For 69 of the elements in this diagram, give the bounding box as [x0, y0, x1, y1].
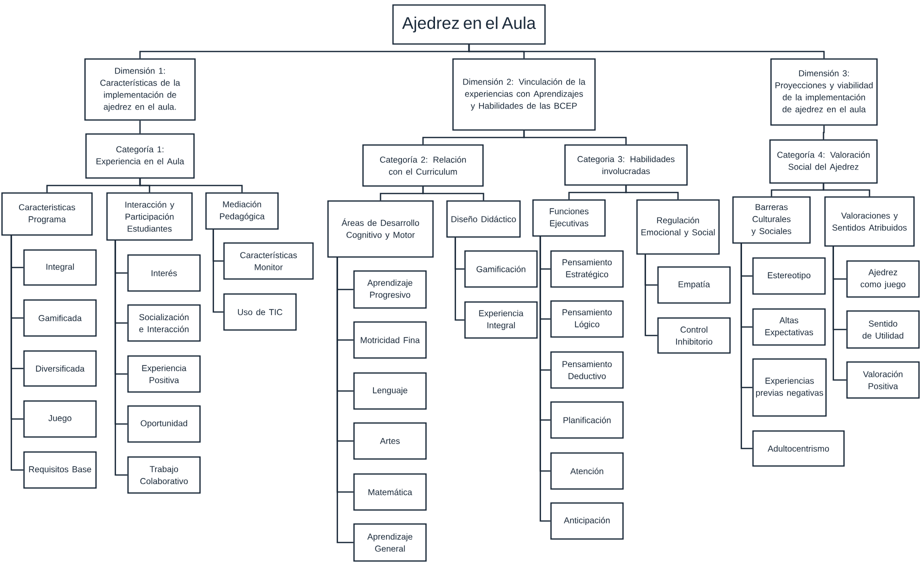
item-box: Pensamiento Estratégico	[550, 250, 624, 288]
item-box: Juego	[23, 400, 97, 438]
connector-line	[212, 230, 224, 313]
subcategory-box: Diseño Didáctico	[446, 200, 521, 238]
connector-line	[454, 238, 464, 321]
item-box: Artes	[353, 422, 427, 460]
subcategory-box: Áreas de Desarrollo Cognitivo y Motor	[327, 200, 434, 258]
connector-line	[139, 120, 141, 134]
category-box: Categoría 4: Valoración Social del Ajedrez	[769, 139, 878, 184]
subcategory-box: Valoraciones y Sentidos Atribuidos	[824, 196, 915, 247]
item-box: Aprendizaje Progresivo	[353, 270, 427, 309]
connector-line	[523, 130, 627, 144]
connector-line	[139, 178, 243, 192]
category-box: Categoria 3: Habilidades involucradas	[564, 144, 688, 186]
item-box: Anticipación	[550, 502, 624, 540]
item-box: Gamificada	[23, 299, 97, 337]
item-box: Integral	[23, 249, 97, 286]
item-box: Experiencia Integral	[464, 301, 538, 339]
item-box: Uso de TIC	[223, 293, 297, 331]
connector-line	[114, 240, 128, 476]
item-box: Ajedrez como juego	[846, 260, 920, 298]
connector-line	[644, 254, 658, 336]
subcategory-box: Barreras Culturales y Sociales	[732, 196, 811, 244]
connector-line	[540, 236, 550, 522]
subcategory-box: Mediación Pedagógica	[205, 192, 279, 230]
connector-line	[468, 44, 825, 58]
connector-line	[832, 246, 846, 381]
item-box: Requisitos Base	[23, 451, 97, 489]
item-box: Empatía	[657, 266, 731, 304]
item-box: Interés	[127, 254, 201, 292]
item-box: Aprendizaje General	[353, 523, 427, 562]
dimension-box: Dimensión 3: Proyecciones y viabilidad de la implementación de ajedrez en el aula	[770, 58, 878, 126]
item-box: Pensamiento Deductivo	[550, 351, 624, 389]
item-box: Atención	[550, 452, 624, 490]
item-box: Valoración Positiva	[846, 361, 920, 399]
item-box: Planificación	[550, 401, 624, 439]
dimension-box: Dimensión 1: Características de la implementación de ajedrez en el aula.	[84, 58, 196, 121]
subcategory-box: Funciones Ejecutivas	[532, 199, 606, 237]
item-box: Experiencia Positiva	[127, 355, 201, 393]
item-box: Estereotipo	[752, 257, 826, 295]
item-box: Características Monitor	[223, 242, 314, 280]
connector-line	[422, 186, 484, 200]
connector-line	[625, 186, 679, 200]
category-box: Categoría 1: Experiencia en el Aula	[85, 133, 195, 179]
item-box: Matemática	[353, 473, 427, 511]
item-box: Sentido de Utilidad	[846, 310, 920, 349]
connector-line	[740, 244, 752, 450]
item-box: Altas Expectativas	[752, 308, 826, 346]
subcategory-box: Caracteristicas Programa	[1, 192, 93, 236]
subcategory-box: Interacción y Participación Estudiantes	[106, 192, 193, 241]
item-box: Trabajo Colaborativo	[127, 456, 201, 494]
item-box: Adultocentrismo	[752, 430, 845, 467]
item-box: Experiencias previas negativas	[752, 358, 827, 417]
subcategory-box: Regulación Emocional y Social	[636, 199, 720, 255]
dimension-box: Dimensión 2: Vinculación de la experiencias con Aprendizajes y Habilidades de las BCEP	[452, 58, 596, 131]
item-box: Motricidad Fina	[353, 321, 427, 359]
item-box: Diversificada	[23, 350, 97, 387]
item-box: Gamificación	[464, 250, 538, 288]
item-box: Oportunidad	[127, 405, 201, 443]
connector-line	[10, 236, 24, 471]
item-box: Control Inhibitorio	[657, 317, 731, 354]
item-box: Pensamiento Lógico	[550, 300, 624, 338]
connector-line	[822, 126, 825, 140]
connector-line	[336, 258, 354, 544]
connector-line	[822, 184, 870, 196]
item-box: Lenguaje	[353, 372, 427, 410]
title-box: Ajedrez en el Aula	[392, 4, 546, 45]
item-box: Socialización e Interacción	[127, 304, 201, 342]
category-box: Categoría 2: Relación con el Curriculum	[362, 144, 484, 187]
